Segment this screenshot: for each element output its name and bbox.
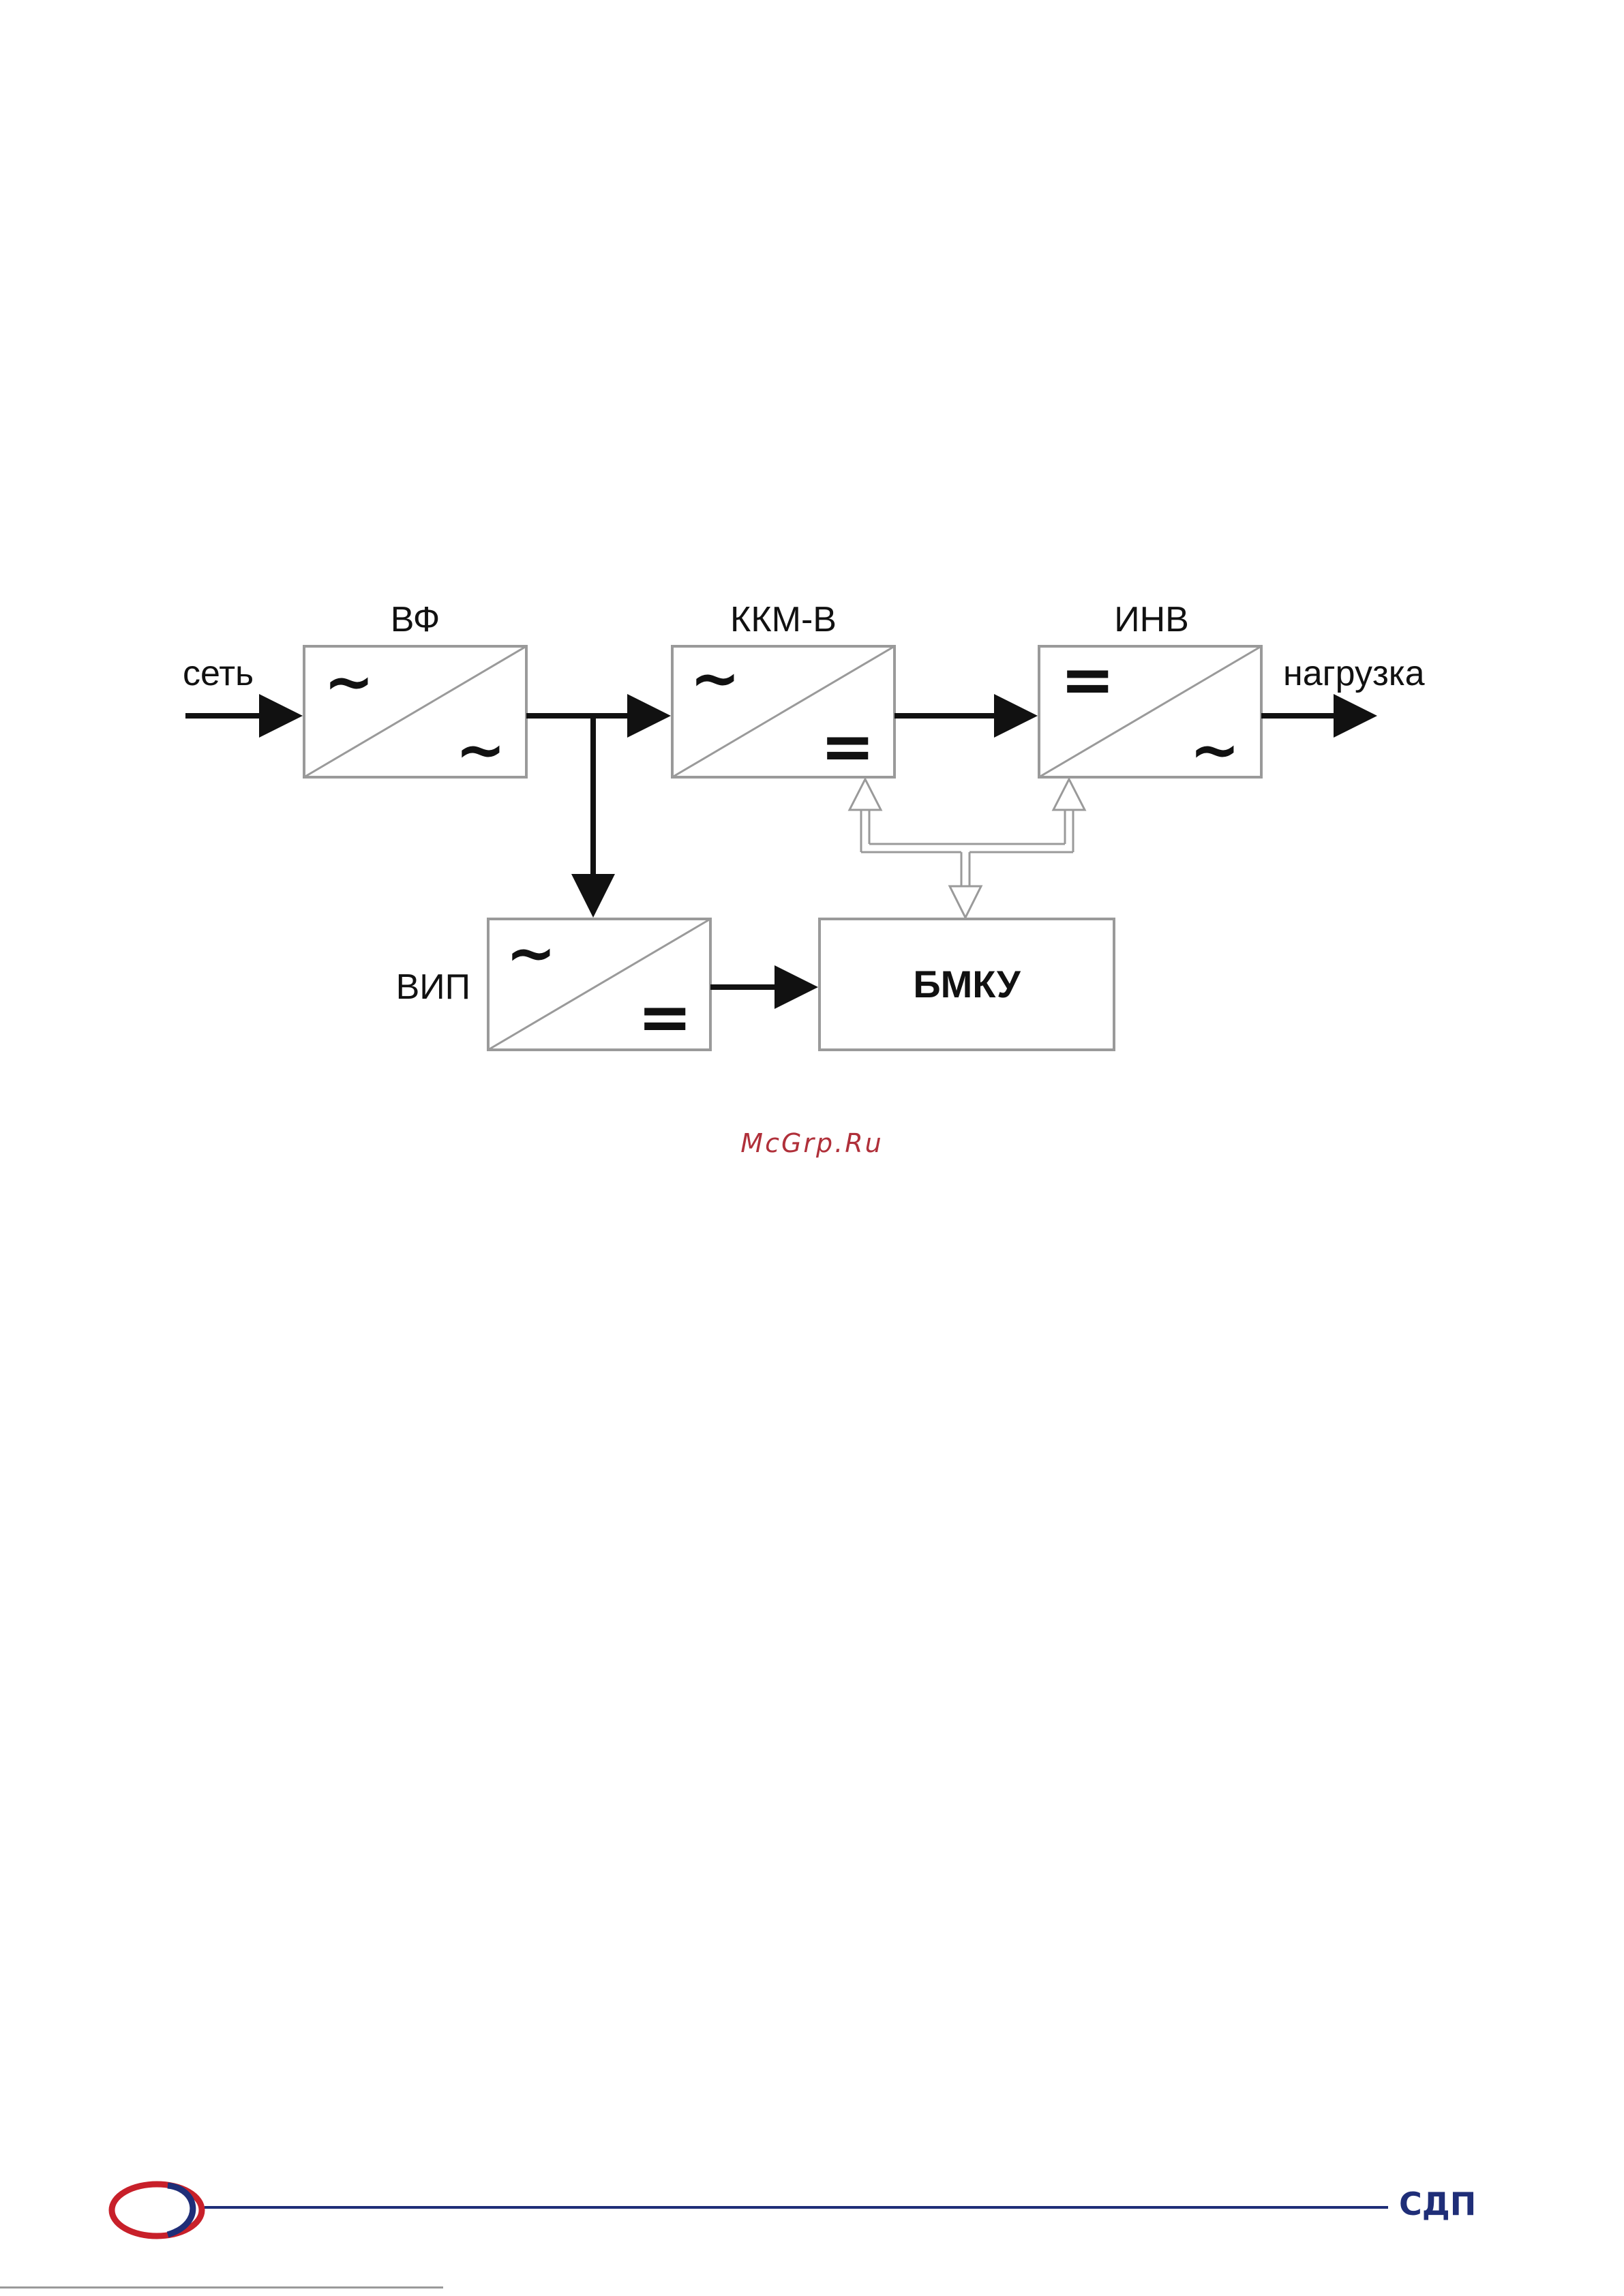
vf-sym-in: ~ [324,646,374,716]
vip-sym-in: ~ [506,918,556,988]
block-kkm-v: ~ = ККМ-В [672,600,894,785]
vip-sym-out: = [637,979,692,1055]
kkm-sym-out: = [820,708,875,785]
footer-brand: СДП [1399,2186,1476,2222]
vf-sym-out: ~ [455,714,506,785]
bmku-label: БМКУ [913,963,1021,1006]
vf-label: ВФ [391,600,440,639]
block-inv: = ~ ИНВ [1039,600,1261,785]
footer-rule [205,2206,1388,2209]
output-label: нагрузка [1283,654,1425,693]
block-bmku: БМКУ [819,919,1114,1050]
inv-sym-out: ~ [1190,714,1240,785]
vip-label: ВИП [396,967,470,1007]
watermark: McGrp.Ru [0,1128,1624,1158]
kkm-label: ККМ-В [730,600,837,639]
page-bottom-rule [0,2286,443,2289]
company-logo-icon [102,2176,211,2244]
inv-label: ИНВ [1114,600,1189,639]
input-label: сеть [183,654,254,693]
control-bus [849,779,1085,918]
block-vf: ~ ~ ВФ [304,600,526,785]
block-vip: ~ = ВИП [396,918,710,1055]
inv-sym-in: = [1060,641,1115,718]
hollow-arrow-to-bmku [950,886,981,918]
kkm-sym-in: ~ [690,643,740,713]
hollow-arrow-to-inv [1053,779,1085,810]
